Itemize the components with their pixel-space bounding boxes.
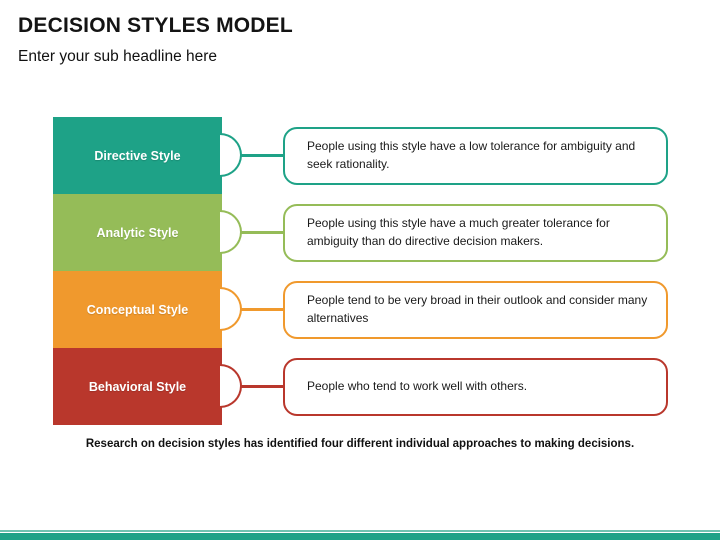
style-description-box: People using this style have a low toler… bbox=[283, 126, 668, 185]
slide-header: DECISION STYLES MODEL Enter your sub hea… bbox=[18, 14, 293, 66]
slide-subtitle: Enter your sub headline here bbox=[18, 48, 218, 65]
connector-line bbox=[240, 308, 284, 311]
style-label-box: Behavioral Style bbox=[53, 348, 222, 425]
style-description-box: People tend to be very broad in their ou… bbox=[283, 280, 668, 339]
style-description-box: People using this style have a much grea… bbox=[283, 203, 668, 262]
connector-notch bbox=[220, 133, 242, 177]
style-label: Directive Style bbox=[94, 148, 181, 163]
footer-note: Research on decision styles has identifi… bbox=[85, 438, 635, 450]
bottom-accent-line bbox=[0, 530, 720, 532]
bottom-accent-bar bbox=[0, 533, 720, 540]
decision-style-row: Directive Style People using this style … bbox=[0, 117, 720, 194]
connector-line bbox=[240, 154, 284, 157]
decision-style-row: Behavioral Style People who tend to work… bbox=[0, 348, 720, 425]
style-description: People using this style have a much grea… bbox=[307, 216, 610, 248]
connector-notch bbox=[220, 210, 242, 254]
style-description: People tend to be very broad in their ou… bbox=[307, 293, 648, 325]
style-label-box: Analytic Style bbox=[53, 194, 222, 271]
style-description: People using this style have a low toler… bbox=[307, 139, 636, 171]
connector-line bbox=[240, 231, 284, 234]
style-description-box: People who tend to work well with others… bbox=[283, 357, 668, 416]
decision-style-row: Conceptual Style People tend to be very … bbox=[0, 271, 720, 348]
style-label: Behavioral Style bbox=[88, 379, 187, 394]
connector-notch bbox=[220, 287, 242, 331]
style-label-box: Conceptual Style bbox=[53, 271, 222, 348]
decision-style-row: Analytic Style People using this style h… bbox=[0, 194, 720, 271]
connector-line bbox=[240, 385, 284, 388]
style-label: Conceptual Style bbox=[86, 302, 189, 317]
style-label: Analytic Style bbox=[96, 225, 179, 240]
style-description: People who tend to work well with others… bbox=[307, 378, 528, 393]
slide-title: DECISION STYLES MODEL bbox=[18, 14, 293, 37]
connector-notch bbox=[220, 364, 242, 408]
style-label-box: Directive Style bbox=[53, 117, 222, 194]
